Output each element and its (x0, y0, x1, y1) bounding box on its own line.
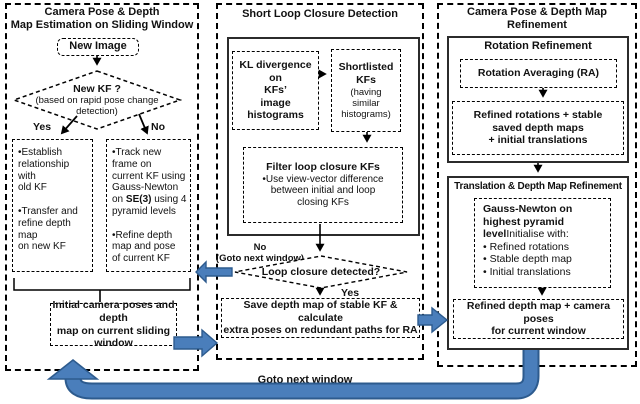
new-image-node: New Image (57, 38, 139, 56)
rotation-averaging-box: Rotation Averaging (RA) (460, 59, 617, 88)
initial-poses-box: Initial camera poses and depth map on cu… (50, 299, 177, 349)
track-text-end: using 4 pyramid levels •Refine depth map… (112, 194, 187, 265)
shortlisted-kfs-subtext: (having similar histograms) (341, 86, 391, 120)
kl-divergence-box: KL divergence on KFs’ image histograms (232, 51, 319, 130)
new-kf-question: New KF ? (73, 82, 121, 95)
shortlisted-kfs-heading: Shortlisted KFs (338, 61, 394, 86)
yes-branch-label: Yes (33, 121, 52, 133)
panel-title-loop-closure: Short Loop Closure Detection (242, 8, 398, 20)
filter-heading: Filter loop closure KFs (266, 161, 380, 173)
no-goto-next-window-label: No (Goto next window) (215, 242, 305, 265)
shortlisted-kfs-box: Shortlisted KFs (having similar histogra… (331, 49, 401, 132)
refined-depth-map-box: Refined depth map + camera poses for cur… (453, 299, 624, 339)
save-depth-map-box: Save depth map of stable KF & calculate … (221, 298, 420, 338)
gauss-newton-heading: Gauss-Newton on highest pyramid level (483, 203, 573, 241)
new-kf-subtext: (based on rapid pose change detection) (35, 95, 159, 118)
translation-refinement-group-box (447, 176, 629, 350)
loop-detected-diamond-label: Loop closure detected? (261, 265, 381, 278)
track-new-frame-box: •Track new frame on current KF using Gau… (106, 139, 191, 272)
yes-loop-label: Yes (341, 287, 360, 299)
refined-rotations-box: Refined rotations + stable saved depth m… (452, 101, 624, 155)
panel-title-estimation: Camera Pose & Depth Map Estimation on Sl… (10, 6, 194, 32)
no-branch-label: No (151, 121, 165, 133)
panel-title-refinement: Camera Pose & Depth Map Refinement (467, 6, 607, 32)
se3-term: SE(3) (125, 194, 152, 206)
rotation-refinement-heading: Rotation Refinement (484, 40, 592, 52)
new-kf-diamond-label: New KF ? (based on rapid pose change det… (12, 74, 182, 126)
gauss-newton-box: Gauss-Newton on highest pyramid levelIni… (474, 198, 611, 288)
goto-next-window-label: Goto next window (257, 374, 353, 386)
translation-refinement-heading: Translation & Depth Map Refinement (454, 181, 622, 192)
loop-detection-group-box (227, 37, 420, 236)
establish-old-kf-box: •Establish relationship with old KF •Tra… (12, 139, 93, 272)
loop-detected-diamond-shape (234, 255, 408, 289)
filter-loop-closure-box: Filter loop closure KFs •Use view-vector… (243, 147, 403, 223)
filter-body: •Use view-vector difference between init… (262, 173, 384, 209)
track-text-start: •Track new frame on current KF using Gau… (112, 147, 186, 206)
rotation-refinement-group-box (447, 36, 629, 163)
gauss-newton-body: Initialise with: • Refined rotations • S… (483, 228, 572, 278)
